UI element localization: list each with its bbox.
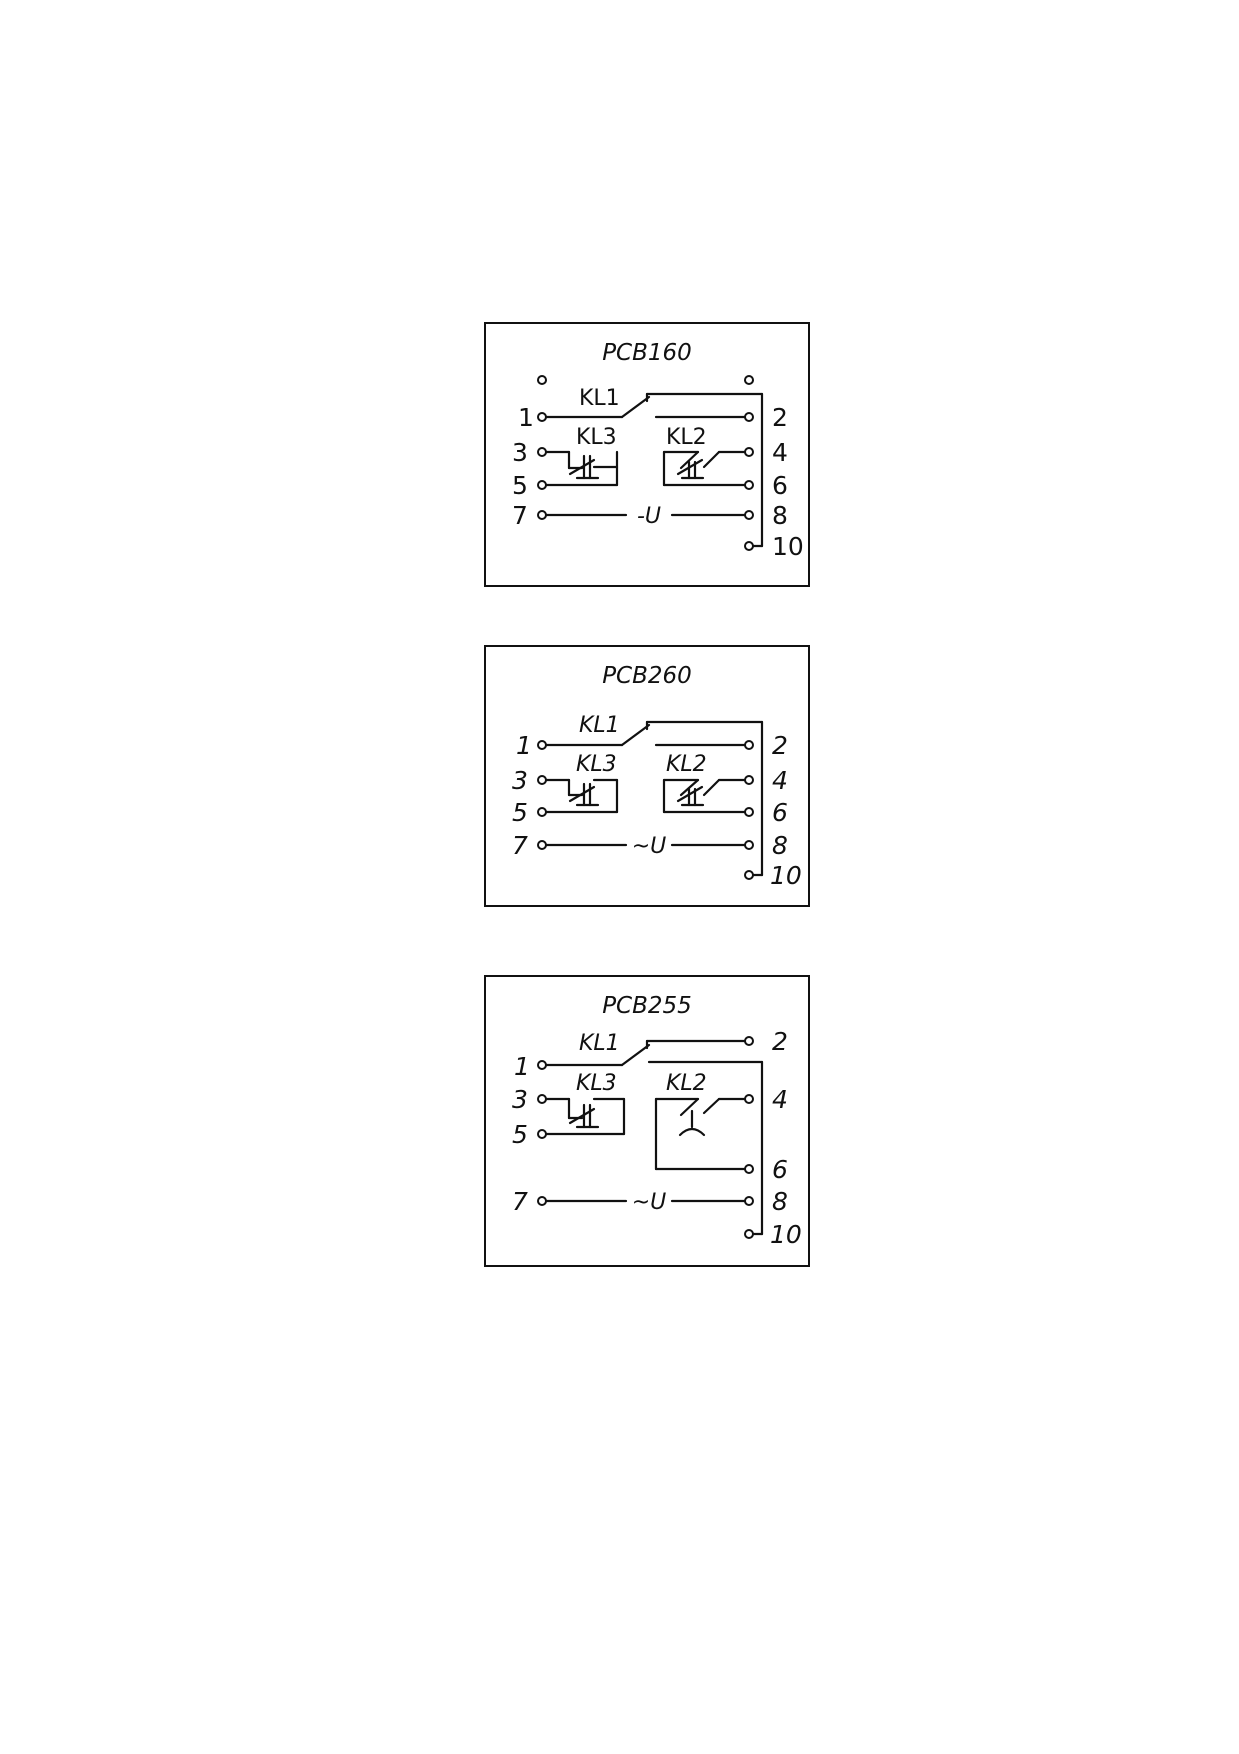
pin-6: 6 bbox=[772, 1155, 788, 1184]
pin-8: 8 bbox=[772, 501, 788, 530]
kl3-contact bbox=[537, 1094, 626, 1139]
pin-5: 5 bbox=[512, 798, 528, 827]
kl2-label: KL2 bbox=[666, 425, 707, 450]
kl3-label: KL3 bbox=[576, 425, 617, 450]
pin-6: 6 bbox=[772, 798, 788, 827]
kl2-label: KL2 bbox=[666, 1071, 707, 1096]
kl3-label: KL3 bbox=[576, 1071, 617, 1096]
kl3-contact bbox=[537, 447, 619, 490]
supply-line bbox=[537, 840, 754, 880]
kl2-contact bbox=[654, 1094, 754, 1174]
kl1-label: KL1 bbox=[579, 713, 620, 738]
supply-label: -U bbox=[637, 504, 661, 529]
unused-terminal bbox=[744, 375, 754, 385]
pin-10: 10 bbox=[770, 1220, 802, 1249]
pin-2: 2 bbox=[772, 731, 788, 760]
pin-1: 1 bbox=[516, 731, 532, 760]
diagram-frame bbox=[484, 975, 810, 1267]
diagram-title: PCB260 bbox=[602, 663, 692, 689]
schematic-pcb260: PCB260 KL1 KL bbox=[484, 645, 810, 907]
pin-7: 7 bbox=[512, 831, 528, 860]
relay-diagram-pcb260: PCB260 KL1 KL bbox=[484, 645, 810, 907]
kl1-contact bbox=[537, 1036, 764, 1236]
diagram-title: PCB160 bbox=[602, 340, 692, 366]
pin-7: 7 bbox=[512, 1187, 528, 1216]
pin-2: 2 bbox=[772, 1027, 788, 1056]
diagram-frame bbox=[484, 645, 810, 907]
pin-5: 5 bbox=[512, 1120, 528, 1149]
supply-label: ~U bbox=[632, 1190, 667, 1215]
kl1-contact bbox=[537, 392, 764, 548]
pin-4: 4 bbox=[772, 1085, 788, 1114]
kl1-label: KL1 bbox=[579, 386, 620, 411]
supply-label: ~U bbox=[632, 834, 667, 859]
supply-line bbox=[537, 1196, 754, 1239]
pin-2: 2 bbox=[772, 403, 788, 432]
kl3-label: KL3 bbox=[576, 752, 617, 777]
schematic-pcb160: PCB160 KL1 bbox=[484, 322, 810, 587]
pin-10: 10 bbox=[772, 532, 804, 561]
pin-1: 1 bbox=[514, 1052, 530, 1081]
pin-8: 8 bbox=[772, 1187, 788, 1216]
pin-5: 5 bbox=[512, 471, 528, 500]
pin-8: 8 bbox=[772, 831, 788, 860]
schematic-pcb255: PCB255 KL1 KL bbox=[484, 975, 810, 1267]
kl3-contact bbox=[537, 775, 619, 817]
pin-7: 7 bbox=[512, 501, 528, 530]
kl1-label: KL1 bbox=[579, 1031, 620, 1056]
relay-diagram-pcb255: PCB255 KL1 KL bbox=[484, 975, 810, 1267]
relay-diagram-pcb160: PCB160 KL1 bbox=[484, 322, 810, 587]
kl2-contact bbox=[662, 447, 754, 490]
kl2-label: KL2 bbox=[666, 752, 707, 777]
supply-line bbox=[537, 510, 754, 551]
pin-10: 10 bbox=[770, 861, 802, 890]
kl1-contact bbox=[537, 720, 764, 877]
kl2-contact bbox=[662, 775, 754, 817]
pin-3: 3 bbox=[512, 1085, 528, 1114]
pin-3: 3 bbox=[512, 438, 528, 467]
pin-3: 3 bbox=[512, 766, 528, 795]
diagram-frame bbox=[484, 322, 810, 587]
unused-terminal bbox=[537, 375, 547, 385]
pin-4: 4 bbox=[772, 766, 788, 795]
pin-1: 1 bbox=[518, 403, 534, 432]
pin-6: 6 bbox=[772, 471, 788, 500]
diagram-title: PCB255 bbox=[602, 993, 692, 1019]
pin-4: 4 bbox=[772, 438, 788, 467]
